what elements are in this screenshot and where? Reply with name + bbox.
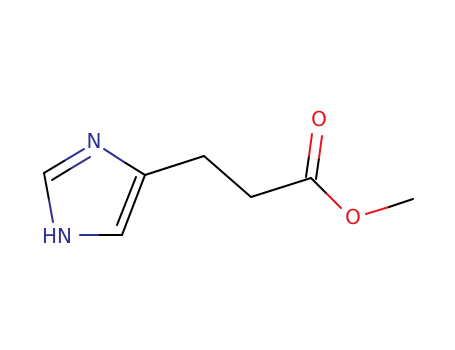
bond-ca-cb bbox=[203, 155, 252, 198]
bond-c-oester-red bbox=[326, 193, 342, 209]
bond-c5-c4-inner bbox=[116, 176, 137, 226]
bond-c2-n1-blue bbox=[48, 199, 54, 223]
bond-co-a-red bbox=[308, 133, 313, 157]
imidazole-ring bbox=[43, 148, 146, 236]
bond-c2-n1-black bbox=[43, 172, 50, 201]
atom-carbonyl-oxygen-label: O bbox=[311, 107, 327, 131]
bond-c4-n3-blue bbox=[103, 148, 125, 163]
atom-n1-label: HN bbox=[42, 224, 72, 248]
bond-co-b-red bbox=[318, 135, 323, 159]
bond-c4-n3-black bbox=[123, 161, 146, 176]
bond-c5-c4-outer bbox=[121, 174, 146, 236]
atom-ester-oxygen-label: O bbox=[345, 205, 361, 229]
bond-co-a-black bbox=[305, 155, 310, 178]
bond-c-oester-black bbox=[310, 177, 328, 195]
bond-c4-ca bbox=[144, 155, 205, 176]
atom-n3-label: N bbox=[87, 129, 102, 153]
propanoate-chain bbox=[144, 133, 414, 215]
bond-n3-c2-a-blue bbox=[63, 148, 85, 162]
bond-n3-c2-b-blue bbox=[69, 156, 91, 170]
bond-oester-methyl-red bbox=[365, 206, 390, 215]
bond-cb-carbonyl-c bbox=[250, 177, 312, 198]
bond-co-b-black bbox=[315, 157, 320, 180]
bond-oester-methyl-black bbox=[388, 198, 414, 208]
bond-n3-c2-b-black bbox=[51, 168, 71, 181]
bond-n3-c2-a-black bbox=[43, 160, 65, 174]
